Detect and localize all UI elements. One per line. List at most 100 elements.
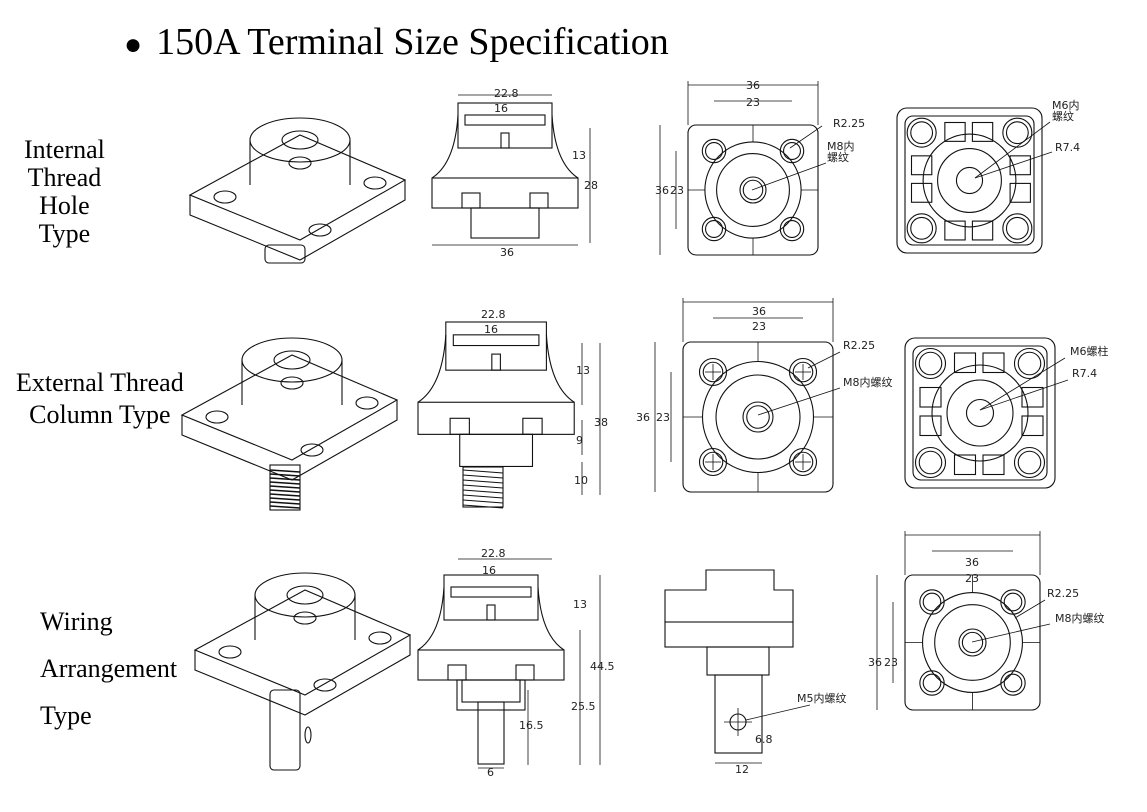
boss-inner [1017,351,1042,376]
plate-inner [912,345,1048,481]
callout-label: R7.4 [1055,141,1080,154]
dim-label: 23 [752,320,766,333]
mounting-hole [701,138,727,164]
dimension-line [974,151,1053,179]
thread-hole [739,176,767,204]
callout-label: M8内螺纹 [843,375,893,389]
rib-pocket [919,386,942,408]
dimension-line [1014,599,1046,619]
wiring-tab [269,689,301,771]
dim-label: 36 [500,246,514,259]
boss-ring [946,379,1014,447]
boss-inner [910,216,934,240]
dim-label: 6 [487,766,494,779]
front-body [664,569,794,623]
callout-label: M8内 [827,139,855,153]
dim-label: 44.5 [590,660,615,673]
iso-base-side [194,635,411,716]
flange-notch [461,192,481,209]
thread-hole [958,628,987,657]
rib-pocket [982,352,1005,374]
terminal-stem [459,433,534,468]
rib-pocket [944,220,966,241]
dim-label: 22.8 [494,87,519,100]
terminal-slot [450,586,532,598]
terminal-slot [452,334,540,347]
dim-label: 16 [482,564,496,577]
mounting-hole-inner [792,361,814,383]
boss-inner [910,121,934,145]
boss [1002,117,1033,148]
rib-pocket [919,415,942,437]
terminal-flange [417,649,565,681]
plate-outline [682,341,834,493]
center-hole [965,398,995,428]
dim-label: 23 [965,572,979,585]
iso-mount-hole [313,678,337,692]
plate-inner [904,115,1035,246]
mounting-hole [788,447,818,477]
dimension-line [269,497,301,501]
dim-label: 28 [584,179,598,192]
flange-curve [417,586,445,651]
dim-label: 16 [494,102,508,115]
flange-curve [431,114,459,179]
flange-curve [545,334,575,403]
callout-label: R7.4 [1072,367,1097,380]
dim-label: 36 [965,556,979,569]
front-tab [714,674,763,754]
dim-label: 23 [656,411,670,424]
iso-mount-hole [363,176,387,190]
mounting-hole [698,447,728,477]
iso-base-side [181,400,398,481]
terminal-stem [470,207,540,239]
label-line: Type [38,219,91,248]
iso-base-top [188,134,407,241]
mounting-hole [779,216,805,242]
label-line: Internal [24,135,105,164]
callout-label: 螺纹 [1052,109,1074,123]
dimension-line [974,121,1051,179]
boss-outer [701,360,815,474]
dimension-line [789,125,823,149]
terminal-stem [456,679,526,711]
dimension-line [979,357,1066,411]
callout-label: M6内 [1052,98,1080,112]
dimension-line [462,494,504,499]
dimension-line [269,477,301,481]
iso-mount-hole [280,376,304,390]
threaded-stud [269,464,301,511]
thread-hole-inner [742,179,764,201]
iso-mount-hole [293,611,317,625]
iso-mount-hole [205,410,229,424]
flange-curve [417,334,447,403]
iso-cylinder-top [249,117,351,163]
boss [1002,213,1033,244]
dim-label: 22.8 [481,547,506,560]
mounting-hole-inner [922,673,942,693]
dimension-line [269,501,301,505]
dimension-line [462,489,504,494]
plate-outline [904,574,1041,711]
iso-base-side [189,180,406,261]
dimension-line [462,484,504,489]
tab-hole [304,726,312,744]
page-title: ●150A Terminal Size Specification [124,20,669,64]
mounting-hole [1000,670,1026,696]
thread-hole-inner [746,405,770,429]
row-label-wiring: Wiring Arrangement Type [40,598,177,739]
dim-label: 23 [670,184,684,197]
boss-inner [918,450,943,475]
mounting-hole-inner [782,220,801,239]
dimension-line [979,379,1069,411]
dimension-line [269,505,301,509]
boss-ring [716,153,790,227]
flange-notch [515,664,535,681]
rib-pocket [1009,155,1031,176]
iso-cylinder-side [241,360,343,405]
dim-label: 36 [752,305,766,318]
boss-inner [1005,216,1029,240]
dim-label: 36 [868,656,882,669]
center-hole [955,166,984,195]
dim-label: 12 [735,763,749,776]
